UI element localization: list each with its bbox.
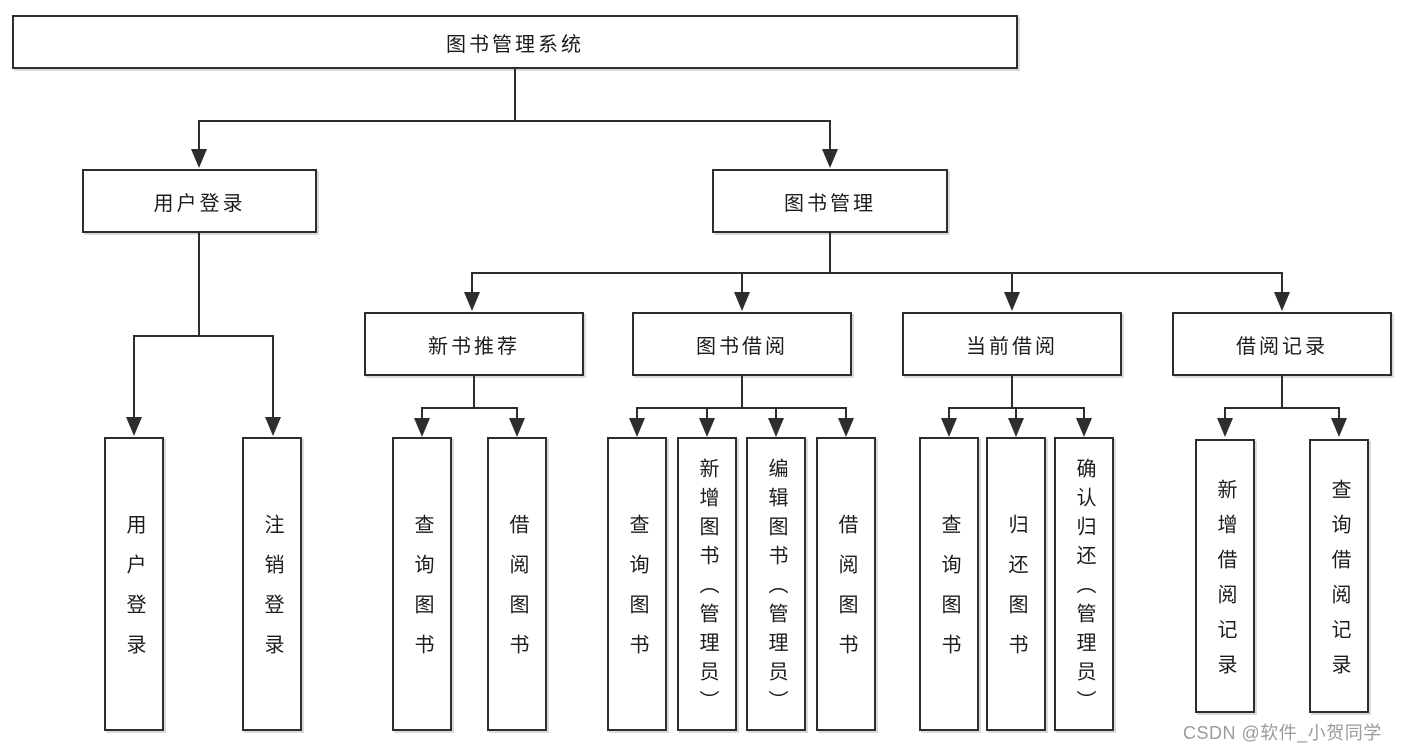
connector-bb-drop-2: [706, 407, 708, 419]
arrowhead-down-icon: [265, 417, 281, 436]
leaf-return-books: 归还图书: [986, 437, 1046, 731]
arrowhead-down-icon: [1274, 292, 1290, 311]
connector-mgmt-drop-1: [471, 272, 473, 294]
leaf-label: 注销登录: [261, 514, 283, 674]
node-user-login: 用户登录: [82, 169, 317, 233]
connector-cb-drop-1: [948, 407, 950, 419]
node-borrowing-records: 借阅记录: [1172, 312, 1392, 376]
node-new-book-recommendation: 新书推荐: [364, 312, 584, 376]
connector-br-bar: [1224, 407, 1340, 409]
connector-mgmt-drop-2: [741, 272, 743, 294]
connector-br-stem: [1281, 376, 1283, 409]
arrowhead-down-icon: [1004, 292, 1020, 311]
arrowhead-down-icon: [464, 292, 480, 311]
leaf-label: 借阅图书: [835, 514, 857, 674]
leaf-edit-books-admin: 编辑图书（管理员）: [746, 437, 806, 731]
leaf-label: 查询借阅记录: [1328, 478, 1350, 689]
leaf-confirm-return-admin: 确认归还（管理员）: [1054, 437, 1114, 731]
connector-user-stem: [198, 233, 200, 337]
leaf-add-borrow-record: 新增借阅记录: [1195, 439, 1255, 713]
connector-root-drop-left: [198, 120, 200, 151]
leaf-user-login: 用户登录: [104, 437, 164, 731]
connector-bb-stem: [741, 376, 743, 409]
arrowhead-down-icon: [126, 417, 142, 436]
arrowhead-down-icon: [699, 418, 715, 437]
leaf-query-books: 查询图书: [607, 437, 667, 731]
arrowhead-down-icon: [941, 418, 957, 437]
leaf-label: 新增借阅记录: [1214, 478, 1236, 689]
connector-mgmt-drop-4: [1281, 272, 1283, 294]
connector-mgmt-bar: [471, 272, 1283, 274]
connector-bb-bar: [636, 407, 847, 409]
connector-mgmt-stem: [829, 233, 831, 274]
leaf-label: 确认归还（管理员）: [1073, 458, 1095, 719]
node-label: 图书管理系统: [446, 33, 584, 56]
leaf-label: 新增图书（管理员）: [696, 458, 718, 719]
arrowhead-down-icon: [1076, 418, 1092, 437]
leaf-borrow-books: 借阅图书: [487, 437, 547, 731]
connector-root-bar: [198, 120, 831, 122]
node-label: 用户登录: [153, 192, 246, 215]
connector-cb-drop-3: [1083, 407, 1085, 419]
csdn-watermark: CSDN @软件_小贺同学: [1183, 723, 1382, 743]
leaf-borrow-books: 借阅图书: [816, 437, 876, 731]
node-library-management-system: 图书管理系统: [12, 15, 1018, 69]
arrowhead-down-icon: [768, 418, 784, 437]
node-label: 新书推荐: [428, 335, 520, 358]
arrowhead-down-icon: [509, 418, 525, 437]
connector-root-stem: [514, 69, 516, 122]
node-book-borrowing: 图书借阅: [632, 312, 852, 376]
connector-br-drop-1: [1224, 407, 1226, 419]
leaf-label: 查询图书: [938, 514, 960, 674]
arrowhead-down-icon: [191, 149, 207, 168]
arrowhead-down-icon: [734, 292, 750, 311]
connector-cb-stem: [1011, 376, 1013, 409]
connector-nb-drop-2: [516, 407, 518, 419]
node-current-borrowing: 当前借阅: [902, 312, 1122, 376]
leaf-query-books: 查询图书: [919, 437, 979, 731]
node-book-management: 图书管理: [712, 169, 948, 233]
connector-user-drop-2: [272, 335, 274, 418]
connector-br-drop-2: [1338, 407, 1340, 419]
leaf-label: 查询图书: [626, 514, 648, 674]
arrowhead-down-icon: [1008, 418, 1024, 437]
connector-bb-drop-4: [845, 407, 847, 419]
arrowhead-down-icon: [629, 418, 645, 437]
leaf-query-borrow-record: 查询借阅记录: [1309, 439, 1369, 713]
connector-bb-drop-3: [775, 407, 777, 419]
arrowhead-down-icon: [1331, 418, 1347, 437]
node-label: 借阅记录: [1236, 335, 1328, 358]
arrowhead-down-icon: [822, 149, 838, 168]
leaf-label: 归还图书: [1005, 514, 1027, 674]
arrowhead-down-icon: [414, 418, 430, 437]
leaf-label: 查询图书: [411, 514, 433, 674]
node-label: 图书管理: [784, 192, 876, 215]
connector-nb-bar: [421, 407, 518, 409]
arrowhead-down-icon: [838, 418, 854, 437]
leaf-label: 借阅图书: [506, 514, 528, 674]
leaf-label: 用户登录: [123, 514, 145, 674]
connector-user-bar: [133, 335, 274, 337]
connector-nb-stem: [473, 376, 475, 409]
connector-nb-drop-1: [421, 407, 423, 419]
leaf-logout: 注销登录: [242, 437, 302, 731]
leaf-query-books: 查询图书: [392, 437, 452, 731]
leaf-label: 编辑图书（管理员）: [765, 458, 787, 719]
node-label: 图书借阅: [696, 335, 788, 358]
connector-cb-drop-2: [1015, 407, 1017, 419]
connector-user-drop-1: [133, 335, 135, 418]
connector-bb-drop-1: [636, 407, 638, 419]
connector-mgmt-drop-3: [1011, 272, 1013, 294]
arrowhead-down-icon: [1217, 418, 1233, 437]
node-label: 当前借阅: [966, 335, 1058, 358]
leaf-add-books-admin: 新增图书（管理员）: [677, 437, 737, 731]
connector-root-drop-right: [829, 120, 831, 151]
